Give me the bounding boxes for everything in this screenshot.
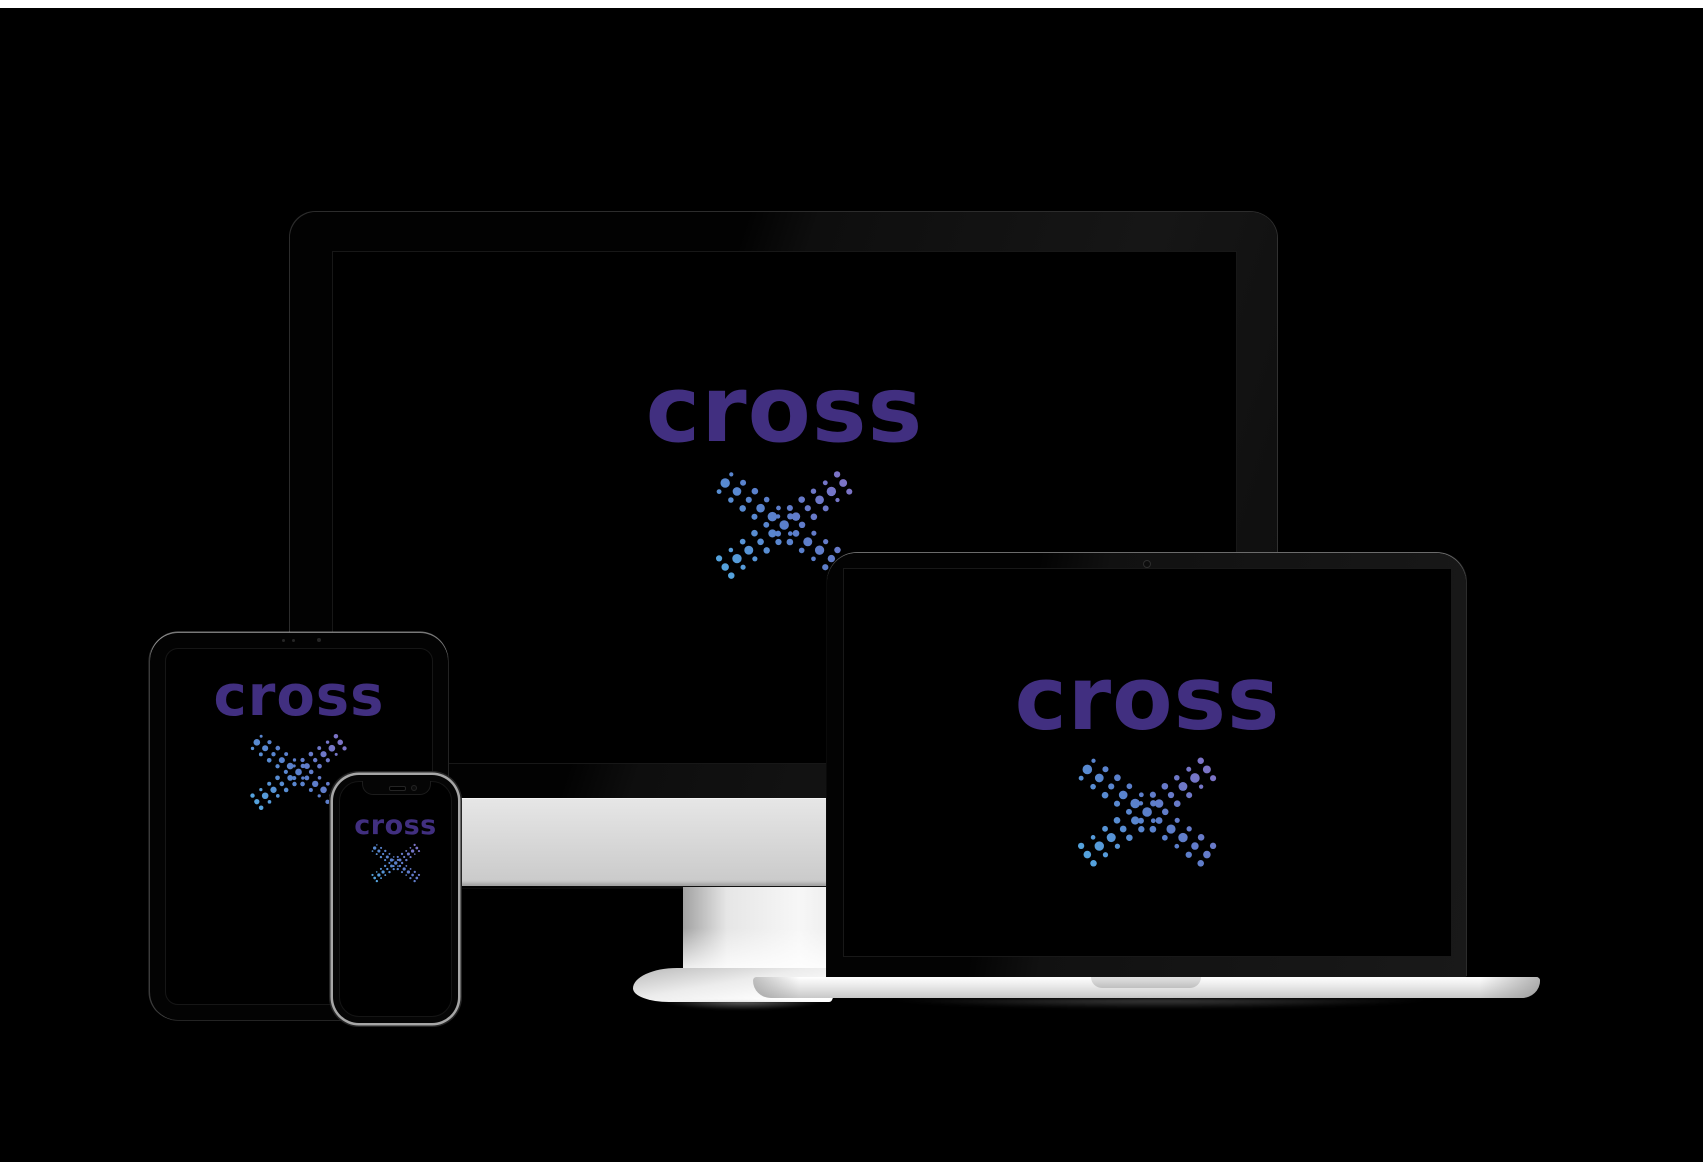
top-white-strip <box>0 0 1703 8</box>
cross-x-icon <box>716 471 853 579</box>
laptop-screen: cross <box>843 568 1452 957</box>
cross-logo-phone: cross <box>354 812 437 883</box>
tablet-mic-icon <box>292 639 295 642</box>
phone-notch <box>362 781 431 795</box>
tablet-camera-icon <box>282 639 285 642</box>
monitor-stand-reflection <box>645 1001 840 1013</box>
phone-frame: cross <box>333 775 458 1023</box>
tablet-camera-lens-icon <box>317 638 321 642</box>
cross-wordmark: cross <box>1014 647 1281 750</box>
laptop-thumb-notch <box>1091 977 1201 988</box>
laptop-lid: cross <box>827 553 1466 977</box>
cross-wordmark: cross <box>354 810 437 841</box>
webcam-icon <box>1143 560 1151 568</box>
bottom-white-strip <box>0 1162 1703 1170</box>
phone-screen: cross <box>339 781 452 1017</box>
phone-speaker-icon <box>389 786 406 791</box>
cross-wordmark: cross <box>645 356 924 463</box>
cross-logo-monitor: cross <box>646 364 924 581</box>
cross-logo-laptop: cross <box>1015 655 1281 869</box>
laptop-reflection <box>800 999 1520 1012</box>
cross-x-icon <box>1078 757 1217 867</box>
laptop-base <box>753 977 1540 998</box>
phone-camera-icon <box>411 785 417 791</box>
cross-x-icon <box>371 843 420 883</box>
cross-wordmark: cross <box>213 664 385 729</box>
